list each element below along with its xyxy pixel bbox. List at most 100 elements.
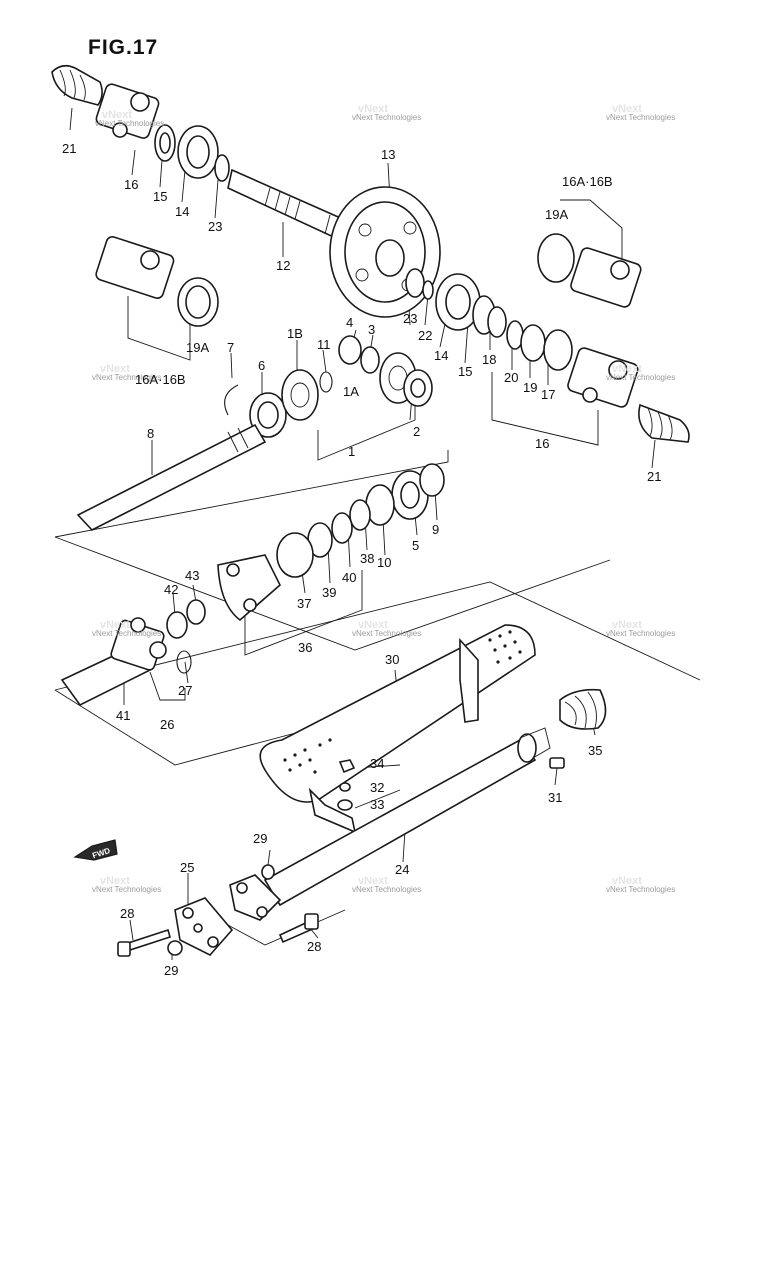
callout-28-right: 28 [307,939,321,954]
washer-33 [337,799,353,811]
figure-title: FIG.17 [88,36,159,59]
callout-19a-top: 19A [545,207,568,222]
callout-14: 14 [175,204,189,219]
callout-1b: 1B [287,326,303,341]
fwd-arrow-icon: FWD [73,839,118,861]
leader-lines [69,107,656,960]
callout-29-lower: 29 [164,963,178,978]
shaft-12 [227,168,346,242]
callout-41: 41 [116,708,130,723]
watermark-ghost: vNext [100,363,130,375]
snap-ring-27 [176,650,192,674]
washer-22 [422,280,434,300]
callout-31: 31 [548,790,562,805]
callout-14-right: 14 [434,348,448,363]
snap-ring-23-upper [214,154,230,182]
callout-11: 11 [317,337,331,352]
circlip-7 [224,384,239,416]
callout-5: 5 [412,538,419,553]
watermark-text: vNext Technologies [95,119,164,128]
callout-7: 7 [227,340,234,355]
watermark-text: vNext Technologies [352,113,421,122]
bolt-28-right [278,913,319,944]
callout-28-left: 28 [120,906,134,921]
boot-upper-left [51,64,103,106]
callout-13: 13 [381,147,395,162]
ring-gear-13 [329,186,441,318]
callout-33: 33 [370,797,384,812]
watermark-text: vNext Technologies [92,885,161,894]
heat-shield-30 [259,624,536,834]
watermarks: vNext vNext Technologies vNext vNext Tec… [92,103,675,894]
callout-16: 16 [124,177,138,192]
oil-seal-17 [543,329,573,371]
callout-22: 22 [418,328,432,343]
watermark-ghost: vNext [100,619,130,631]
callout-10: 10 [377,555,391,570]
watermark-text: vNext Technologies [606,113,675,122]
flange-yoke-37 [217,554,281,622]
watermark-ghost: vNext [358,875,388,887]
joint-16a-16b-top [537,233,642,308]
flange-joint-lower [229,864,282,921]
callout-20: 20 [504,370,518,385]
callout-3: 3 [368,322,375,337]
callout-34: 34 [370,756,384,771]
callout-23-mid: 23 [403,311,417,326]
watermark-text: vNext Technologies [606,373,675,382]
nut-29-lower [167,940,183,956]
rings-10-38-40 [276,484,395,578]
callout-16-right: 16 [535,436,549,451]
shaft-8 [76,423,267,531]
watermark-ghost: vNext [612,875,642,887]
callout-40: 40 [342,570,356,585]
watermark-text: vNext Technologies [92,373,161,382]
callout-4: 4 [346,315,353,330]
boot-35 [559,688,607,730]
gear-1b [281,369,319,421]
callout-21: 21 [62,141,76,156]
universal-joint-41 [60,617,167,707]
washer-2 [403,369,433,407]
watermark-ghost: vNext [358,619,388,631]
nut-34 [338,759,356,774]
callout-27: 27 [178,683,192,698]
callout-26: 26 [160,717,174,732]
watermark-ghost: vNext [102,109,132,121]
watermark-ghost: vNext [100,875,130,887]
bearing-14-upper [177,125,219,179]
callout-24: 24 [395,862,409,877]
bolt-28-left [117,928,171,957]
callout-19a-left: 19A [186,340,209,355]
bearing-42 [166,611,188,639]
callout-16a-16b-top: 16A·16B [562,174,613,189]
callout-29: 29 [253,831,267,846]
watermark-text: vNext Technologies [606,885,675,894]
bearing-5-set [391,463,445,520]
joint-yoke-upper-left [95,83,160,139]
joint-yoke-right [567,347,639,408]
callout-15: 15 [153,189,167,204]
callout-36: 36 [298,640,312,655]
callout-labels: 21 16 15 14 23 13 12 16A·16B 19A 19A 16A… [62,141,661,978]
bolt-31 [549,757,565,769]
callout-25: 25 [180,860,194,875]
boot-right-21 [638,403,690,443]
callout-32: 32 [370,780,384,795]
callout-21-right: 21 [647,469,661,484]
watermark-ghost: vNext [612,619,642,631]
watermark-ghost: vNext [612,363,642,375]
callout-6: 6 [258,358,265,373]
ring-23-middle [405,268,425,298]
callout-17: 17 [541,387,555,402]
callout-2: 2 [413,424,420,439]
bearing-4 [338,335,362,365]
watermark-ghost: vNext [612,103,642,115]
seal-19 [520,324,546,362]
ring-11 [319,371,333,393]
callout-42: 42 [164,582,178,597]
callout-1: 1 [348,444,355,459]
watermark-text: vNext Technologies [352,885,421,894]
callout-9: 9 [432,522,439,537]
ring-43 [186,599,206,625]
